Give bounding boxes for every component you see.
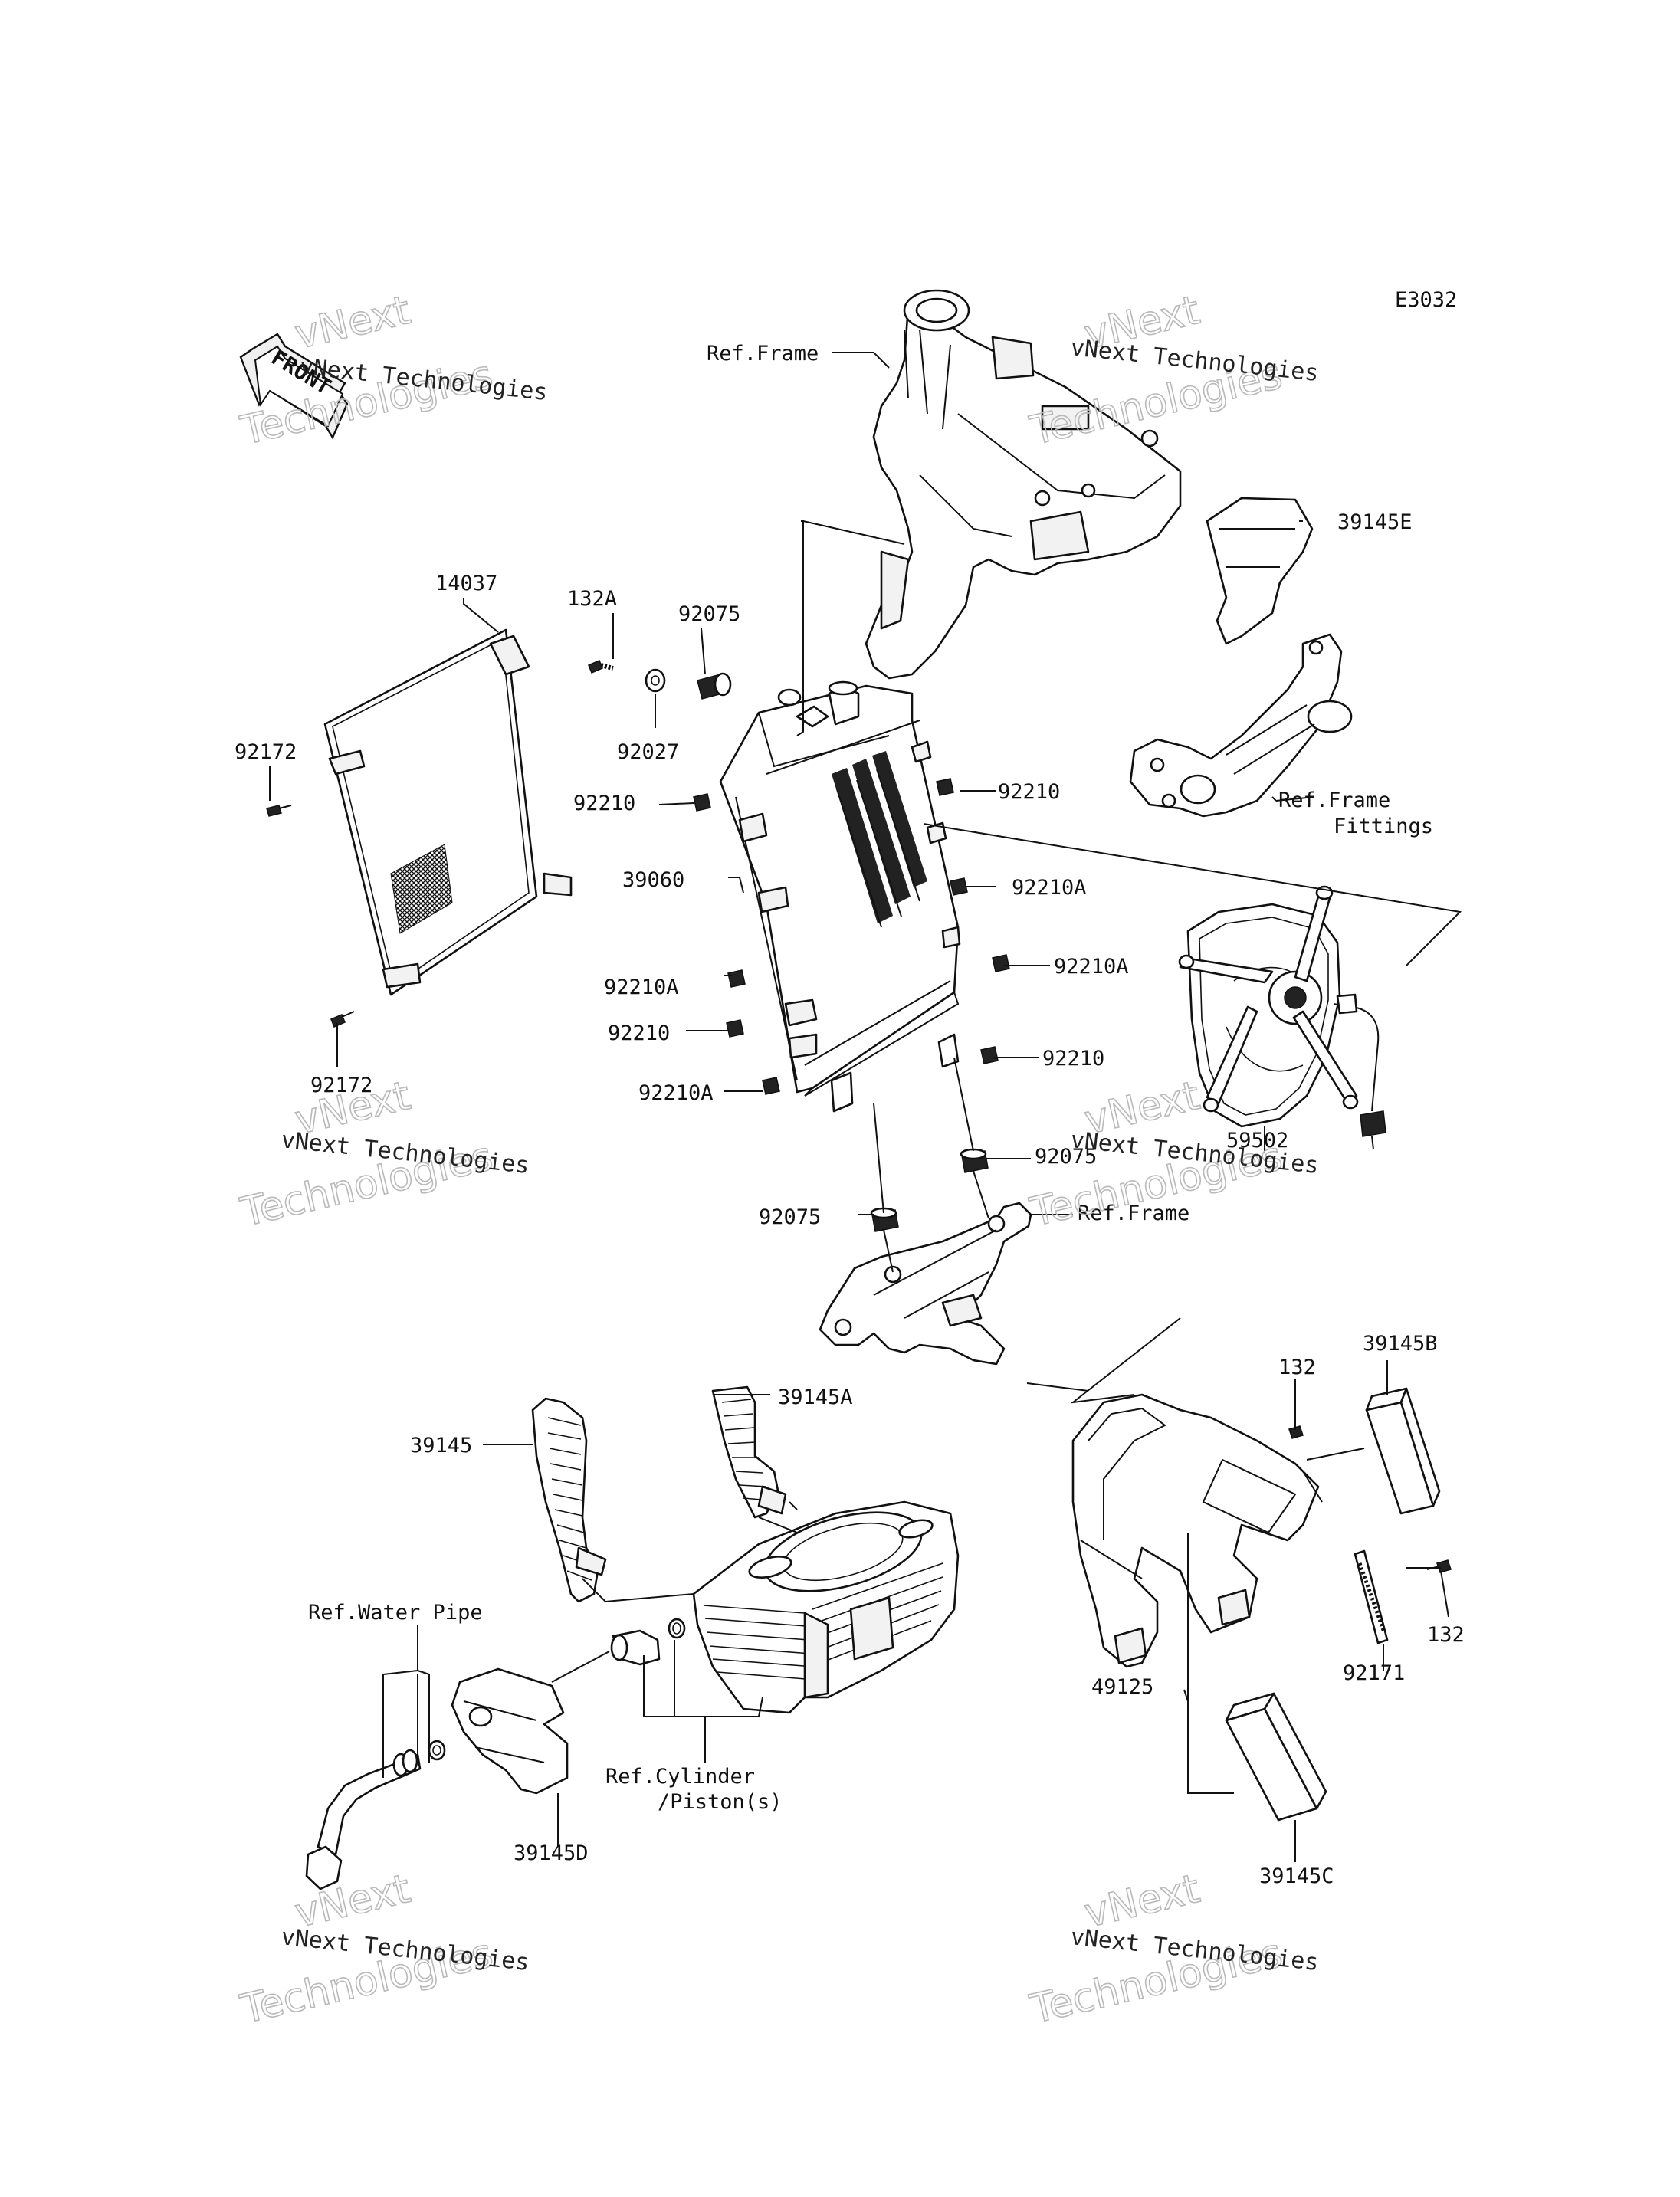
- label-92075-top: 92075: [678, 602, 740, 626]
- bolt-132A-icon: [588, 660, 614, 674]
- cover-39145D-part: [451, 1667, 569, 1795]
- label-39145E: 39145E: [1337, 510, 1413, 534]
- water-fitting-icon: [610, 1618, 686, 1666]
- grommet-92075-top-icon: [697, 672, 732, 700]
- label-92210-r2: 92210: [1042, 1047, 1104, 1071]
- part-labels: Ref.Frame 39145E 14037 132A 92075 92027 …: [235, 342, 1465, 1888]
- clip-nut-92210A-l2-icon: [762, 1077, 780, 1095]
- bolt-132-top-icon: [1288, 1425, 1304, 1439]
- label-92210A-r1: 92210A: [1012, 876, 1087, 900]
- cylinder-part: [692, 1500, 960, 1714]
- cover-39145A-part: [711, 1385, 787, 1519]
- label-ref-frame-fittings-1: Ref.Frame: [1278, 789, 1390, 812]
- grommet-92075-left-icon: [870, 1207, 899, 1232]
- label-39145D: 39145D: [514, 1841, 589, 1865]
- watermark-vnext: vNext: [290, 287, 415, 359]
- label-14037: 14037: [435, 572, 497, 595]
- water-pipe-part: [305, 1740, 446, 1890]
- label-ref-cylinder-1: Ref.Cylinder: [605, 1765, 755, 1789]
- label-92210-l1: 92210: [573, 792, 635, 815]
- bolt-132-bottom-icon: [1426, 1559, 1452, 1573]
- label-92172-top: 92172: [235, 740, 297, 764]
- label-132A: 132A: [567, 587, 617, 611]
- diagram-code: E3032: [1395, 288, 1457, 312]
- label-132-bottom: 132: [1427, 1623, 1465, 1647]
- ref-frame-lower-part: [819, 1202, 1032, 1366]
- watermark-top-right: vNext Technologies vNext Technologies: [1025, 287, 1320, 454]
- label-ref-cylinder-2: /Piston(s): [658, 1790, 783, 1814]
- watermark-bottom-left: vNext Technologies vNext Technologies: [236, 1865, 530, 2033]
- label-92210A-r2: 92210A: [1054, 955, 1129, 979]
- radiator-screen-part: [323, 628, 573, 996]
- label-39145C: 39145C: [1259, 1864, 1334, 1888]
- clip-nut-92210A-l1-icon: [727, 969, 746, 988]
- grommet-92075-right-icon: [960, 1148, 989, 1173]
- label-ref-frame-mid: Ref.Frame: [1078, 1202, 1189, 1225]
- cover-39145-part: [531, 1397, 607, 1603]
- watermark-bottom-right: vNext Technologies vNext Technologies: [1025, 1865, 1320, 2033]
- label-39145A: 39145A: [778, 1385, 853, 1409]
- label-ref-frame-top: Ref.Frame: [707, 342, 819, 366]
- cover-49125-part: [1071, 1393, 1320, 1668]
- watermark-mid-left: vNext Technologies vNext Technologies: [236, 1072, 530, 1236]
- label-ref-frame-fittings-2: Fittings: [1334, 815, 1433, 838]
- leader-lines: [269, 352, 1462, 1862]
- pad-39145B-part: [1365, 1387, 1441, 1515]
- label-92171: 92171: [1343, 1661, 1405, 1685]
- clip-nut-92210-l2-icon: [726, 1019, 744, 1038]
- cooling-fan-part: [1178, 885, 1386, 1150]
- clip-nut-92210A-r1-icon: [950, 877, 968, 896]
- label-92172-bottom: 92172: [310, 1074, 372, 1097]
- pad-39145C-part: [1225, 1692, 1327, 1822]
- label-132-top: 132: [1278, 1356, 1316, 1379]
- ref-frame-top-part: [865, 289, 1182, 680]
- label-92210-r1: 92210: [998, 780, 1060, 804]
- label-92210A-l1: 92210A: [604, 976, 679, 999]
- label-39145B: 39145B: [1363, 1332, 1438, 1356]
- clip-nut-92210A-r2-icon: [992, 954, 1010, 972]
- cover-39145E-part: [1206, 497, 1314, 645]
- label-92075-right: 92075: [1035, 1145, 1097, 1169]
- label-ref-water-pipe: Ref.Water Pipe: [308, 1601, 483, 1625]
- label-92027: 92027: [617, 740, 679, 764]
- label-39060: 39060: [622, 868, 684, 892]
- frame-fittings-part: [1129, 633, 1353, 818]
- radiator-part: [719, 680, 961, 1113]
- stud-92171-icon: [1354, 1549, 1389, 1644]
- screw-92172-bottom-icon: [330, 1011, 355, 1028]
- label-59502: 59502: [1226, 1129, 1288, 1153]
- screw-92172-top-icon: [266, 805, 292, 817]
- label-39145: 39145: [410, 1434, 472, 1458]
- label-92210A-l2: 92210A: [638, 1081, 714, 1105]
- clip-nut-92210-l1-icon: [693, 793, 711, 812]
- washer-92027-icon: [645, 668, 666, 693]
- label-92075-left: 92075: [759, 1205, 821, 1229]
- clip-nut-92210-r1-icon: [936, 778, 954, 796]
- label-49125: 49125: [1091, 1675, 1153, 1699]
- clip-nut-92210-r2-icon: [980, 1046, 999, 1064]
- label-92210-l2: 92210: [608, 1021, 670, 1045]
